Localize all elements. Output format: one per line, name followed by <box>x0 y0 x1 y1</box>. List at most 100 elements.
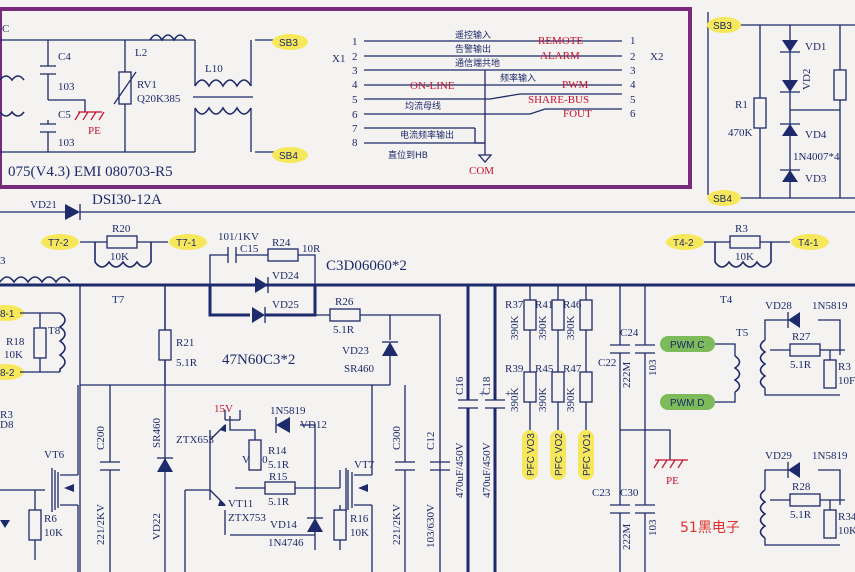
vd28-value: 1N5819 <box>812 300 848 312</box>
r18-value: 10K <box>4 349 23 361</box>
main-pe-label: PE <box>666 475 679 487</box>
signal-share-bus: SHARE-BUS <box>528 94 589 106</box>
r27-label: R27 <box>792 331 811 343</box>
pwm-c-label: PWM C <box>670 340 704 351</box>
r14-value: 5.1R <box>268 459 290 471</box>
x1-pin: 8 <box>352 137 358 149</box>
r16-resistor <box>333 509 347 541</box>
note-current-freq: 电流频率输出 <box>400 129 454 141</box>
l10-lower-coil <box>194 106 252 115</box>
vt7-wires <box>339 385 373 572</box>
signal-pwm: PWM <box>562 79 589 91</box>
vd14-label: VD14 <box>270 519 297 531</box>
r14-label: R14 <box>268 445 287 457</box>
bulk-cap-wires <box>466 285 497 572</box>
emi-sb4-tag: SB4 <box>279 151 298 162</box>
edge-10k-label: 10K <box>838 525 855 537</box>
vd23-label: VD23 <box>342 345 369 357</box>
emi-pe-label: PE <box>88 125 101 137</box>
vt6-label: VT6 <box>44 449 65 461</box>
t8-coil <box>58 312 66 372</box>
vt6-arrow <box>64 484 74 492</box>
vt6-gate <box>51 468 59 512</box>
c15-label: C15 <box>240 243 259 255</box>
vd21-diode <box>65 204 80 220</box>
x2-pin: 2 <box>630 51 636 63</box>
x1-pin-numbers: 1 2 3 4 5 6 7 8 <box>352 36 358 149</box>
c15-plates <box>227 247 237 263</box>
c12-plates <box>430 461 450 471</box>
l2-label: L2 <box>135 47 147 59</box>
signal-fout: FOUT <box>563 108 592 120</box>
note-share-bus: 均流母线 <box>405 100 441 112</box>
r26-label: R26 <box>335 296 354 308</box>
c300-label: C300 <box>391 426 403 450</box>
bulk-cap-plates <box>458 399 505 409</box>
l2-inductor <box>149 34 187 42</box>
r6-label: R6 <box>44 513 57 525</box>
t7-label: T7 <box>112 294 125 306</box>
ztx653-label: ZTX653 <box>176 434 214 446</box>
x1-label: X1 <box>332 53 345 65</box>
edge-9-label: R3 <box>0 409 13 421</box>
r28-resistor <box>789 493 821 507</box>
vd22-label: VD22 <box>151 513 163 540</box>
c200-label: C200 <box>95 426 107 450</box>
c5-value: 103 <box>58 137 75 149</box>
emi-title: 075(V4.3) EMI 080703-R5 <box>8 164 173 180</box>
right-sb4-bg <box>707 190 741 206</box>
c4-label: C4 <box>58 51 71 63</box>
x1-pin: 1 <box>352 36 358 48</box>
vd29-diode <box>788 462 800 478</box>
r3-value: 10K <box>735 251 754 263</box>
left-main-coil <box>0 276 71 284</box>
r41-label: R41 <box>535 299 553 311</box>
r45-resistor <box>551 371 565 403</box>
r16-value: 10K <box>350 527 369 539</box>
pfc-vo1-tag: PFC VO1 <box>578 430 594 480</box>
x1-pin: 5 <box>352 94 358 106</box>
r21-resistor <box>158 329 172 361</box>
diode-part-label: C3D06060*2 <box>326 258 407 274</box>
r1-resistor <box>753 97 767 129</box>
c23-value: 222M <box>621 524 633 551</box>
totem-pole-wires <box>184 410 241 572</box>
tag-8-2-bg <box>0 364 24 380</box>
x2-pin: 5 <box>630 94 636 106</box>
r45-label: R45 <box>535 363 554 375</box>
vd12-part: 1N5819 <box>270 405 306 417</box>
note-alarm-output: 告警输出 <box>455 43 491 55</box>
r26-value: 5.1R <box>333 324 355 336</box>
r18-label: R18 <box>6 336 25 348</box>
r37-label: R37 <box>505 299 524 311</box>
vd4-value: 1N4007*4 <box>793 151 840 163</box>
c24-label: C24 <box>620 327 639 339</box>
ztx753-label: ZTX753 <box>228 512 266 524</box>
c300-capacitor <box>395 385 415 572</box>
r39-label: R39 <box>505 363 524 375</box>
edge-r-upper <box>823 359 837 389</box>
t7-2-tag: T7-2 <box>48 238 69 249</box>
r28-value: 5.1R <box>790 509 812 521</box>
l10-wires <box>193 40 253 152</box>
r15-resistor <box>264 481 296 495</box>
r24-resistor <box>267 248 299 262</box>
r39-value: 390K <box>509 388 521 413</box>
r46-resistor <box>579 299 593 331</box>
pfc-vo3-label: PFC VO3 <box>526 433 537 476</box>
t5-secondary-upper <box>759 339 767 389</box>
r47-label: R47 <box>563 363 582 375</box>
x1-pin: 4 <box>352 79 358 91</box>
vd22-diode <box>157 458 173 472</box>
r20-value: 10K <box>110 251 129 263</box>
divider-wires <box>529 285 587 430</box>
vd23-diode <box>382 342 398 356</box>
vd28-wires <box>764 319 845 396</box>
main-pe-ground-icon <box>653 459 688 469</box>
d8-label: D8 <box>0 419 14 431</box>
x1-pin: 6 <box>352 109 358 121</box>
r24-label: R24 <box>272 237 291 249</box>
pwm-c-bg <box>660 336 715 352</box>
vd2-series-diode <box>782 80 798 92</box>
t5-coil <box>733 355 741 393</box>
